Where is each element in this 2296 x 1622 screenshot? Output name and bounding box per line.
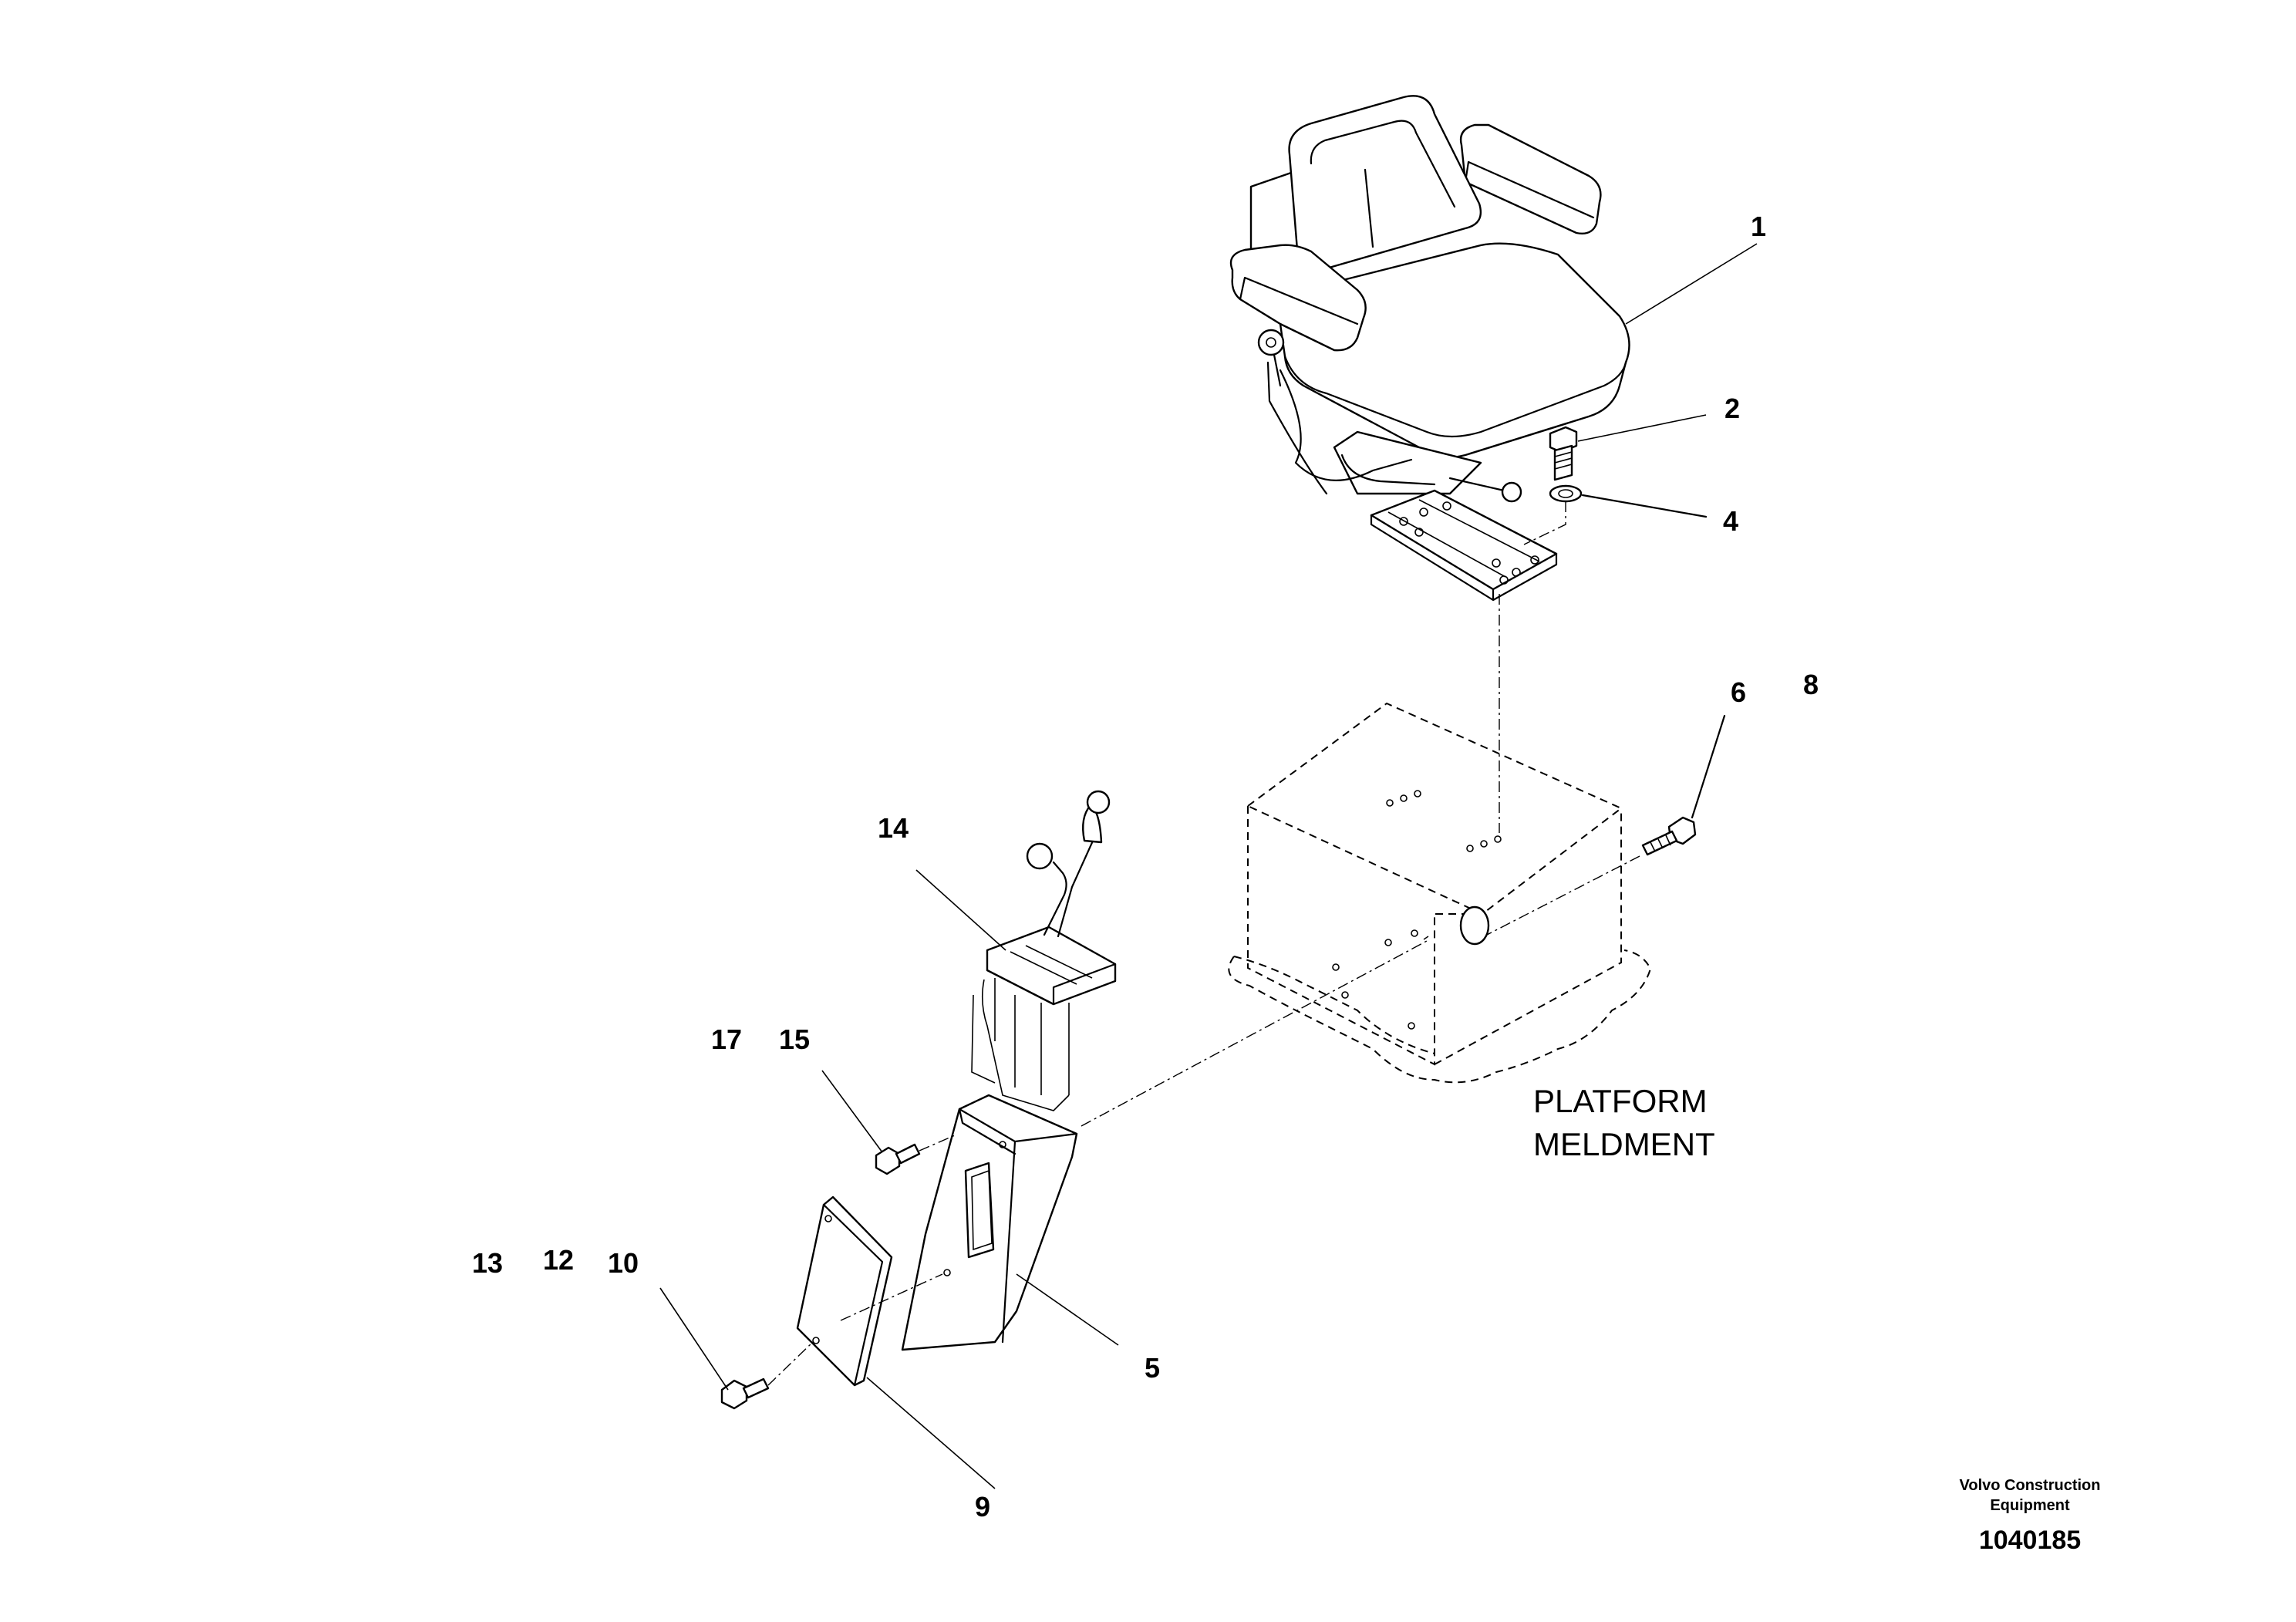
callout-9: 9 [975,1491,990,1523]
console-to-platform-centerline [1081,936,1429,1127]
operator-seat [1229,95,1630,503]
callout-14: 14 [878,812,909,844]
platform-note-line1: PLATFORM [1533,1083,1708,1119]
console-cover-plate [796,1195,893,1387]
control-valve-levers [971,790,1117,1111]
callout-15: 15 [779,1023,810,1055]
leader-lines [659,243,1758,1489]
console-screw-centerline [919,1135,956,1152]
seat-bolt [1549,426,1578,481]
platform-note-line2: MELDMENT [1533,1126,1715,1162]
callout-5: 5 [1145,1352,1160,1384]
callout-labels: 1 2 4 6 8 14 17 15 13 12 10 5 9 [472,211,1819,1523]
callout-13: 13 [472,1247,503,1279]
seat-mounting-plate [1370,489,1558,602]
drawing-number: 1040185 [1979,1526,2081,1555]
platform-bolt [1641,816,1697,856]
platform-holes [1332,790,1502,1030]
callout-12: 12 [543,1244,574,1276]
callout-6: 6 [1731,676,1746,708]
plate-holes [1399,501,1539,585]
cover-screw [720,1378,770,1410]
callout-17: 17 [711,1023,742,1055]
platform-note: PLATFORM MELDMENT [1533,1083,1715,1162]
cover-screw-centerline [767,1273,943,1386]
brand-name-line1: Volvo Construction [1960,1477,2101,1494]
title-block: Volvo Construction Equipment 1040185 [1960,1477,2101,1555]
seat-washer [1549,484,1583,503]
bolt-centerline [1523,501,1566,545]
brand-name-line2: Equipment [1990,1497,2070,1514]
callout-2: 2 [1725,393,1740,424]
callout-4: 4 [1723,505,1738,537]
platform-weldment [1228,702,1652,1084]
lever-console [901,1094,1078,1351]
console-screw [875,1143,921,1175]
side-bolt-centerline [1486,855,1640,936]
callout-10: 10 [608,1247,639,1279]
callout-8: 8 [1803,669,1819,700]
platform-boss [1459,905,1490,946]
callout-1: 1 [1751,211,1766,242]
